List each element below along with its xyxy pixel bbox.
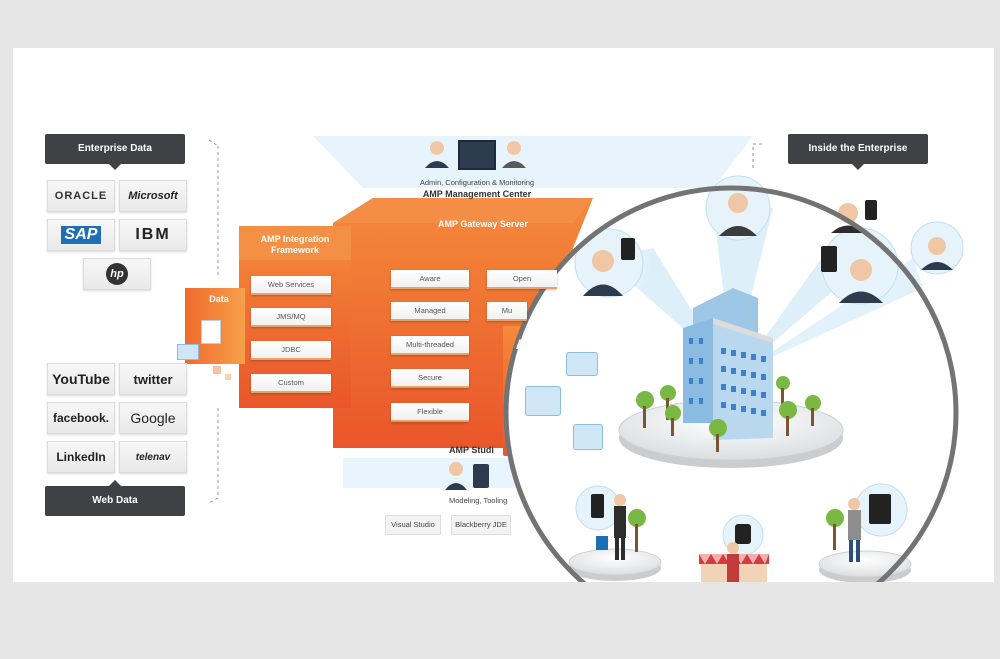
phone-icon — [735, 524, 751, 544]
integration-jms-mq: JMS/MQ — [251, 308, 331, 327]
inside-enterprise-title: Inside the Enterprise — [808, 143, 908, 154]
shop-icon — [699, 554, 769, 582]
microsoft-logo: Microsoft — [119, 180, 187, 212]
hp-logo-text: hp — [106, 263, 128, 285]
integration-title: AMP Integration Framework — [260, 234, 330, 255]
feature-flexible: Flexible — [391, 403, 469, 422]
integration-jdbc: JDBC — [251, 341, 331, 360]
admin-person-icon — [425, 138, 465, 168]
sap-logo: SAP — [47, 219, 115, 251]
tool-blackberry-jde: Blackberry JDE — [451, 515, 511, 535]
feature-mu: Mu — [487, 302, 527, 321]
google-logo: Google — [119, 402, 187, 434]
zoom-circle-ring — [503, 185, 959, 582]
person-icon — [821, 246, 883, 303]
inside-enterprise-header: Inside the Enterprise — [788, 134, 928, 170]
phone-icon — [591, 494, 604, 518]
hp-logo: hp — [83, 258, 151, 290]
mgmt-glow — [313, 136, 753, 188]
feature-managed: Managed — [391, 302, 469, 321]
monitor-icon — [458, 140, 496, 170]
person-icon — [727, 542, 739, 582]
data-label: Data — [209, 294, 229, 304]
telenav-logo: telenav — [119, 441, 187, 473]
building-icon — [683, 288, 773, 440]
apps-label: Apps — [515, 336, 551, 352]
integration-custom: Custom — [251, 374, 331, 393]
tablet-icon — [869, 494, 891, 524]
oracle-logo: ORACLE — [47, 180, 115, 212]
web-data-header: Web Data — [45, 480, 185, 516]
studio-subtitle: Modeling, Tooling — [449, 496, 508, 505]
document-icon — [201, 320, 221, 344]
person-icon — [848, 498, 861, 562]
twitter-logo: twitter — [119, 363, 187, 395]
sap-logo-text: SAP — [60, 226, 102, 244]
feature-secure: Secure — [391, 369, 469, 388]
linkedin-logo: LinkedIn — [47, 441, 115, 473]
person-icon — [596, 494, 626, 560]
enterprise-data-header: Enterprise Data — [45, 134, 185, 170]
tree-icon — [636, 376, 821, 452]
ibm-logo: IBM — [119, 219, 187, 251]
gateway-title: AMP Gateway Server — [438, 219, 528, 229]
chat-icon — [177, 344, 199, 360]
person-icon — [719, 193, 757, 236]
youtube-logo: YouTube — [47, 363, 115, 395]
developer-person-icon — [445, 460, 467, 490]
enterprise-data-title: Enterprise Data — [78, 143, 152, 154]
email-icon — [566, 352, 598, 376]
integration-web-services: Web Services — [251, 276, 331, 295]
diagram-canvas: Enterprise Data ORACLE Microsoft SAP IBM… — [13, 48, 994, 582]
web-data-title: Web Data — [92, 495, 138, 506]
studio-title: AMP Studi — [449, 445, 494, 455]
health-icon — [573, 424, 603, 450]
device-icon — [473, 464, 489, 488]
mgmt-title: AMP Management Center — [422, 189, 532, 199]
facebook-logo: facebook. — [47, 402, 115, 434]
admin-person-icon — [499, 138, 529, 168]
feature-multithreaded: Multi-threaded — [391, 336, 469, 355]
speech-bubble-icon — [525, 386, 561, 416]
tool-visual-studio: Visual Studio — [385, 515, 441, 535]
mgmt-subtitle: Admin, Configuration & Monitoring — [419, 178, 535, 187]
feature-open: Open — [487, 270, 557, 289]
person-icon — [921, 237, 953, 270]
person-icon — [583, 238, 635, 296]
feature-aware: Aware — [391, 270, 469, 289]
